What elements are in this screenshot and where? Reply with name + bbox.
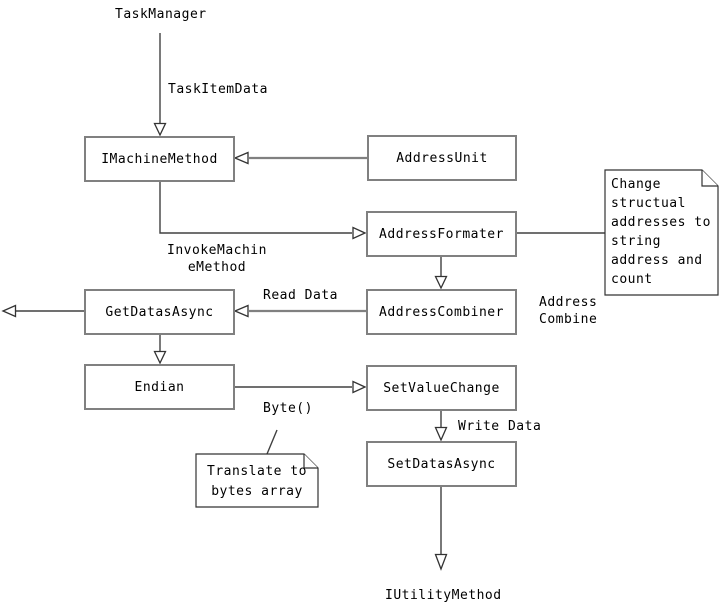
- node-get-datas-async[interactable]: GetDatasAsync: [84, 289, 235, 335]
- edge-taskmanager-imachinemethod: [153, 33, 167, 137]
- node-label: IMachineMethod: [101, 151, 218, 167]
- node-label: AddressCombiner: [379, 304, 504, 320]
- edge-label-invoke-machine-method: InvokeMachin eMethod: [167, 242, 267, 276]
- note-translate-shape: [195, 453, 319, 508]
- edge-addressunit-imachinemethod: [233, 151, 367, 165]
- node-task-manager[interactable]: TaskManager: [115, 7, 207, 22]
- edge-label-write-data: Write Data: [458, 419, 542, 434]
- node-address-combiner[interactable]: AddressCombiner: [366, 289, 517, 335]
- edge-addressformater-addresscombiner: [434, 257, 448, 290]
- node-address-unit[interactable]: AddressUnit: [367, 135, 517, 181]
- edge-addresscombiner-getdatasasync: [233, 304, 366, 318]
- node-iutility-method[interactable]: IUtilityMethod: [385, 588, 502, 603]
- edge-label-line: eMethod: [187, 260, 247, 275]
- node-label: AddressFormater: [379, 226, 504, 242]
- node-label: Endian: [134, 379, 185, 395]
- node-endian[interactable]: Endian: [84, 364, 235, 410]
- note-change-addresses[interactable]: Change structual addresses to string add…: [611, 177, 711, 287]
- edge-getdatasasync-endian: [153, 335, 167, 365]
- edge-label-task-item-data: TaskItemData: [168, 82, 268, 97]
- edge-label-line: Address: [539, 295, 598, 310]
- edge-setvaluechange-setdatasasync: [434, 411, 448, 442]
- edge-label-line: Combine: [539, 312, 598, 327]
- node-address-formater[interactable]: AddressFormater: [366, 211, 517, 257]
- node-label: SetValueChange: [383, 380, 500, 396]
- edge-label-line: InvokeMachin: [167, 243, 267, 258]
- note-change-shape: [604, 169, 719, 296]
- node-label: SetDatasAsync: [387, 456, 496, 472]
- node-set-datas-async[interactable]: SetDatasAsync: [366, 441, 517, 487]
- edge-label-address-combine: Address Combine: [539, 294, 597, 328]
- note-translate-bytes[interactable]: Translate to bytes array: [207, 464, 307, 499]
- edge-label-read-data: Read Data: [263, 288, 338, 303]
- node-label: GetDatasAsync: [105, 304, 214, 320]
- edge-endian-setvaluechange: [235, 380, 367, 394]
- edge-label-byte: Byte(): [263, 401, 313, 416]
- node-imachine-method[interactable]: IMachineMethod: [84, 136, 235, 182]
- edge-setdatasasync-iutilitymethod: [434, 487, 448, 571]
- node-label: AddressUnit: [396, 150, 488, 166]
- edge-note-translate-callout: [266, 429, 278, 455]
- edge-imachinemethod-addressformater: [159, 182, 367, 240]
- edge-getdatasasync-left: [1, 304, 84, 318]
- node-set-value-change[interactable]: SetValueChange: [366, 365, 517, 411]
